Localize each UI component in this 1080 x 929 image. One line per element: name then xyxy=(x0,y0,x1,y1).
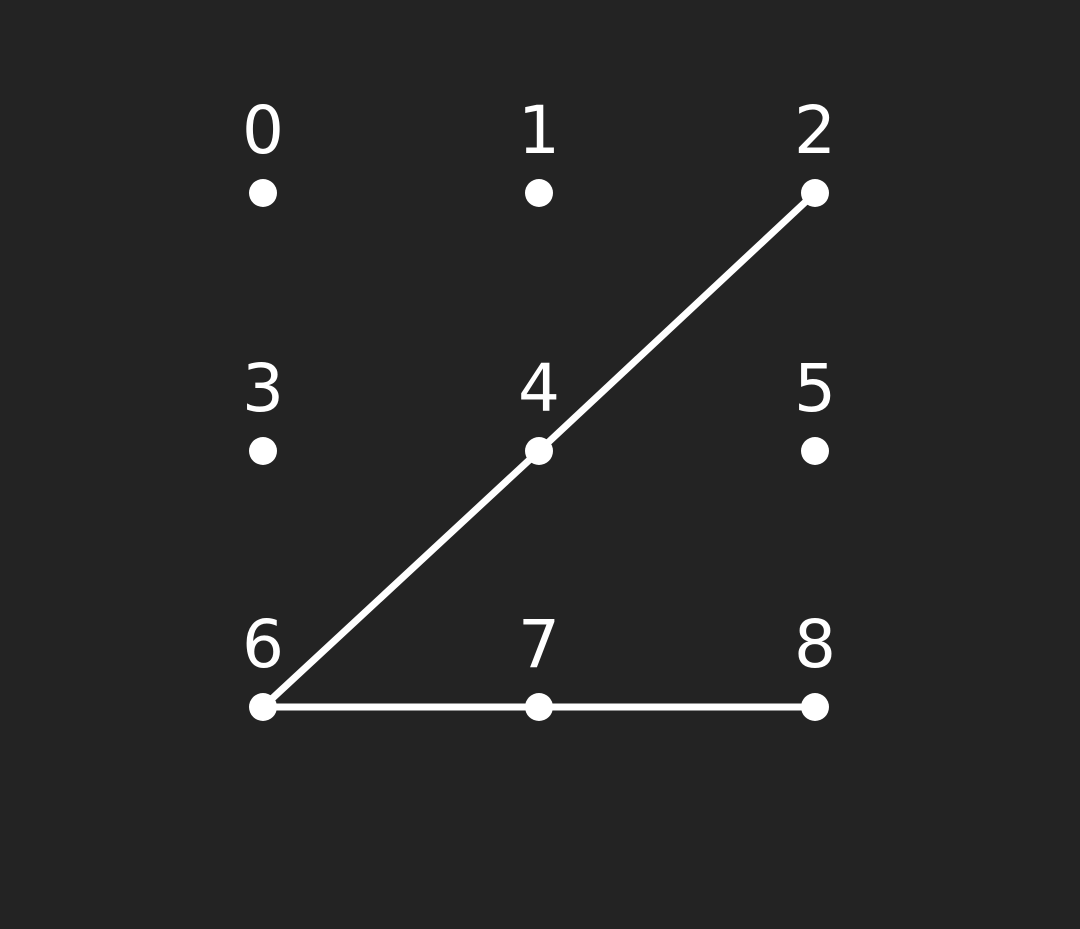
node-label-3: 3 xyxy=(242,350,284,427)
node-dot-2 xyxy=(801,179,829,207)
node-4: 4 xyxy=(518,350,560,465)
node-1: 1 xyxy=(518,92,560,207)
node-label-7: 7 xyxy=(518,606,560,683)
node-label-4: 4 xyxy=(518,350,560,427)
node-dot-6 xyxy=(249,693,277,721)
node-2: 2 xyxy=(794,92,836,207)
node-label-8: 8 xyxy=(794,606,836,683)
node-label-1: 1 xyxy=(518,92,560,169)
edge-4-6 xyxy=(259,447,543,711)
edges-layer xyxy=(259,189,819,711)
node-dot-7 xyxy=(525,693,553,721)
node-3: 3 xyxy=(242,350,284,465)
edge-2-4 xyxy=(535,189,819,455)
node-label-2: 2 xyxy=(794,92,836,169)
node-7: 7 xyxy=(518,606,560,721)
node-dot-4 xyxy=(525,437,553,465)
node-dot-8 xyxy=(801,693,829,721)
node-8: 8 xyxy=(794,606,836,721)
node-6: 6 xyxy=(242,606,284,721)
node-label-5: 5 xyxy=(794,350,836,427)
nodes-layer: 0 1 2 3 4 5 6 7 8 xyxy=(242,92,836,721)
node-0: 0 xyxy=(242,92,284,207)
node-dot-5 xyxy=(801,437,829,465)
node-dot-0 xyxy=(249,179,277,207)
node-dot-1 xyxy=(525,179,553,207)
node-label-6: 6 xyxy=(242,606,284,683)
node-dot-3 xyxy=(249,437,277,465)
node-label-0: 0 xyxy=(242,92,284,169)
node-5: 5 xyxy=(794,350,836,465)
